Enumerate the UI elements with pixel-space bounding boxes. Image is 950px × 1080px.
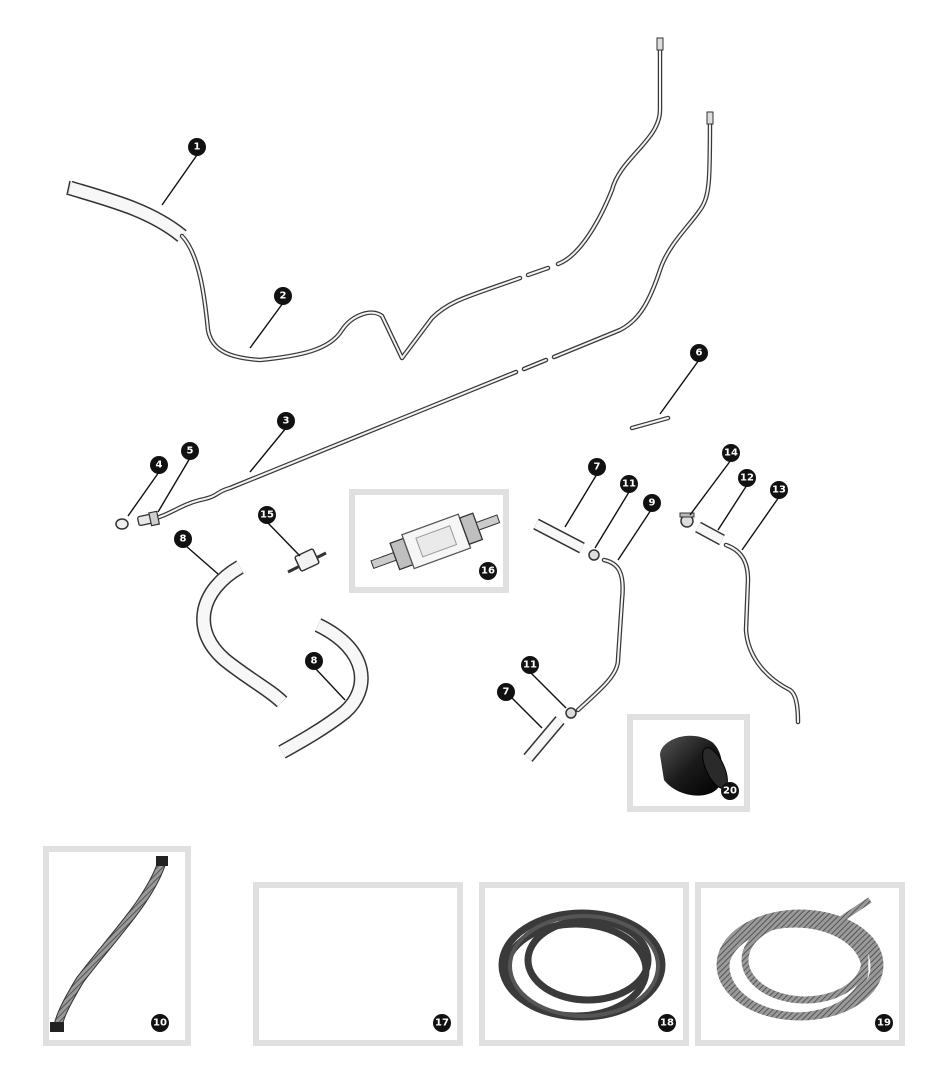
svg-text:17: 17 (435, 1018, 449, 1029)
short-pipe-6[interactable] (629, 415, 671, 431)
svg-text:19: 19 (877, 1018, 891, 1029)
callout-6: 6 (690, 344, 708, 362)
hose-connector-7-upper[interactable] (533, 518, 585, 554)
fuel-pipe-13[interactable] (723, 542, 801, 725)
svg-text:2: 2 (280, 291, 287, 302)
callout-7-lower: 7 (497, 683, 515, 701)
svg-text:8: 8 (311, 656, 318, 667)
fuel-pipe-2[interactable] (179, 37, 664, 363)
svg-text:13: 13 (772, 485, 786, 496)
fuel-hose-1[interactable] (66, 180, 187, 242)
svg-text:5: 5 (187, 446, 194, 457)
callout-13: 13 (770, 481, 788, 499)
callout-18: 18 (658, 1014, 676, 1032)
hose-connector-12[interactable] (695, 521, 725, 546)
inline-filter-15[interactable] (287, 548, 327, 574)
svg-text:9: 9 (649, 498, 656, 509)
callout-3: 3 (277, 412, 295, 430)
glass-fuel-filter-16[interactable] (366, 502, 504, 582)
union-fitting-5[interactable] (137, 510, 161, 527)
callout-8-lower: 8 (305, 652, 323, 670)
coiled-hose-18[interactable] (498, 909, 666, 1021)
svg-text:1: 1 (194, 142, 201, 153)
svg-text:3: 3 (283, 416, 290, 427)
callout-9: 9 (643, 494, 661, 512)
callout-16: 16 (479, 562, 497, 580)
svg-text:11: 11 (523, 660, 537, 671)
callout-17: 17 (433, 1014, 451, 1032)
callout-2: 2 (274, 287, 292, 305)
hose-clip-11-lower[interactable] (565, 707, 577, 719)
frame-19 (695, 882, 905, 1046)
callout-12: 12 (738, 469, 756, 487)
callout-4: 4 (150, 456, 168, 474)
svg-text:20: 20 (723, 786, 737, 797)
svg-text:18: 18 (660, 1018, 674, 1029)
frame-20 (627, 714, 750, 812)
svg-text:15: 15 (260, 510, 274, 521)
hose-clip-11-upper[interactable] (588, 549, 600, 561)
svg-text:11: 11 (622, 479, 636, 490)
svg-text:12: 12 (740, 473, 754, 484)
hose-connector-7-lower[interactable] (523, 716, 565, 762)
fuel-hose-8-upper[interactable] (196, 560, 288, 708)
callout-8-upper: 8 (174, 530, 192, 548)
callout-7-upper: 7 (588, 458, 606, 476)
frame-18 (479, 882, 689, 1046)
svg-text:8: 8 (180, 534, 187, 545)
svg-text:14: 14 (724, 448, 738, 459)
hose-clip-14[interactable] (679, 512, 695, 528)
svg-text:4: 4 (156, 460, 163, 471)
callout-10: 10 (151, 1014, 169, 1032)
svg-text:10: 10 (153, 1018, 167, 1029)
callout-1: 1 (188, 138, 206, 156)
callout-11-lower: 11 (521, 656, 539, 674)
callout-5: 5 (181, 442, 199, 460)
rubber-sleeve-20[interactable] (660, 735, 732, 796)
end-cap-4[interactable] (115, 518, 129, 530)
svg-text:16: 16 (481, 566, 495, 577)
svg-text:6: 6 (696, 348, 703, 359)
callout-19: 19 (875, 1014, 893, 1032)
leader-lines (127, 154, 780, 729)
frame-10 (43, 846, 191, 1046)
fuel-hose-8-lower[interactable] (278, 618, 369, 759)
callout-15: 15 (258, 506, 276, 524)
callout-11-upper: 11 (620, 475, 638, 493)
svg-text:7: 7 (503, 687, 510, 698)
fuel-pipe-9[interactable] (575, 557, 625, 713)
svg-text:7: 7 (594, 462, 601, 473)
fuel-pipe-3[interactable] (147, 111, 714, 523)
callout-14: 14 (722, 444, 740, 462)
coiled-braided-hose-19[interactable] (716, 897, 884, 1021)
frame-17 (253, 882, 463, 1046)
frame-16 (349, 489, 509, 593)
braided-hose-10[interactable] (50, 856, 168, 1032)
callout-20: 20 (721, 782, 739, 800)
